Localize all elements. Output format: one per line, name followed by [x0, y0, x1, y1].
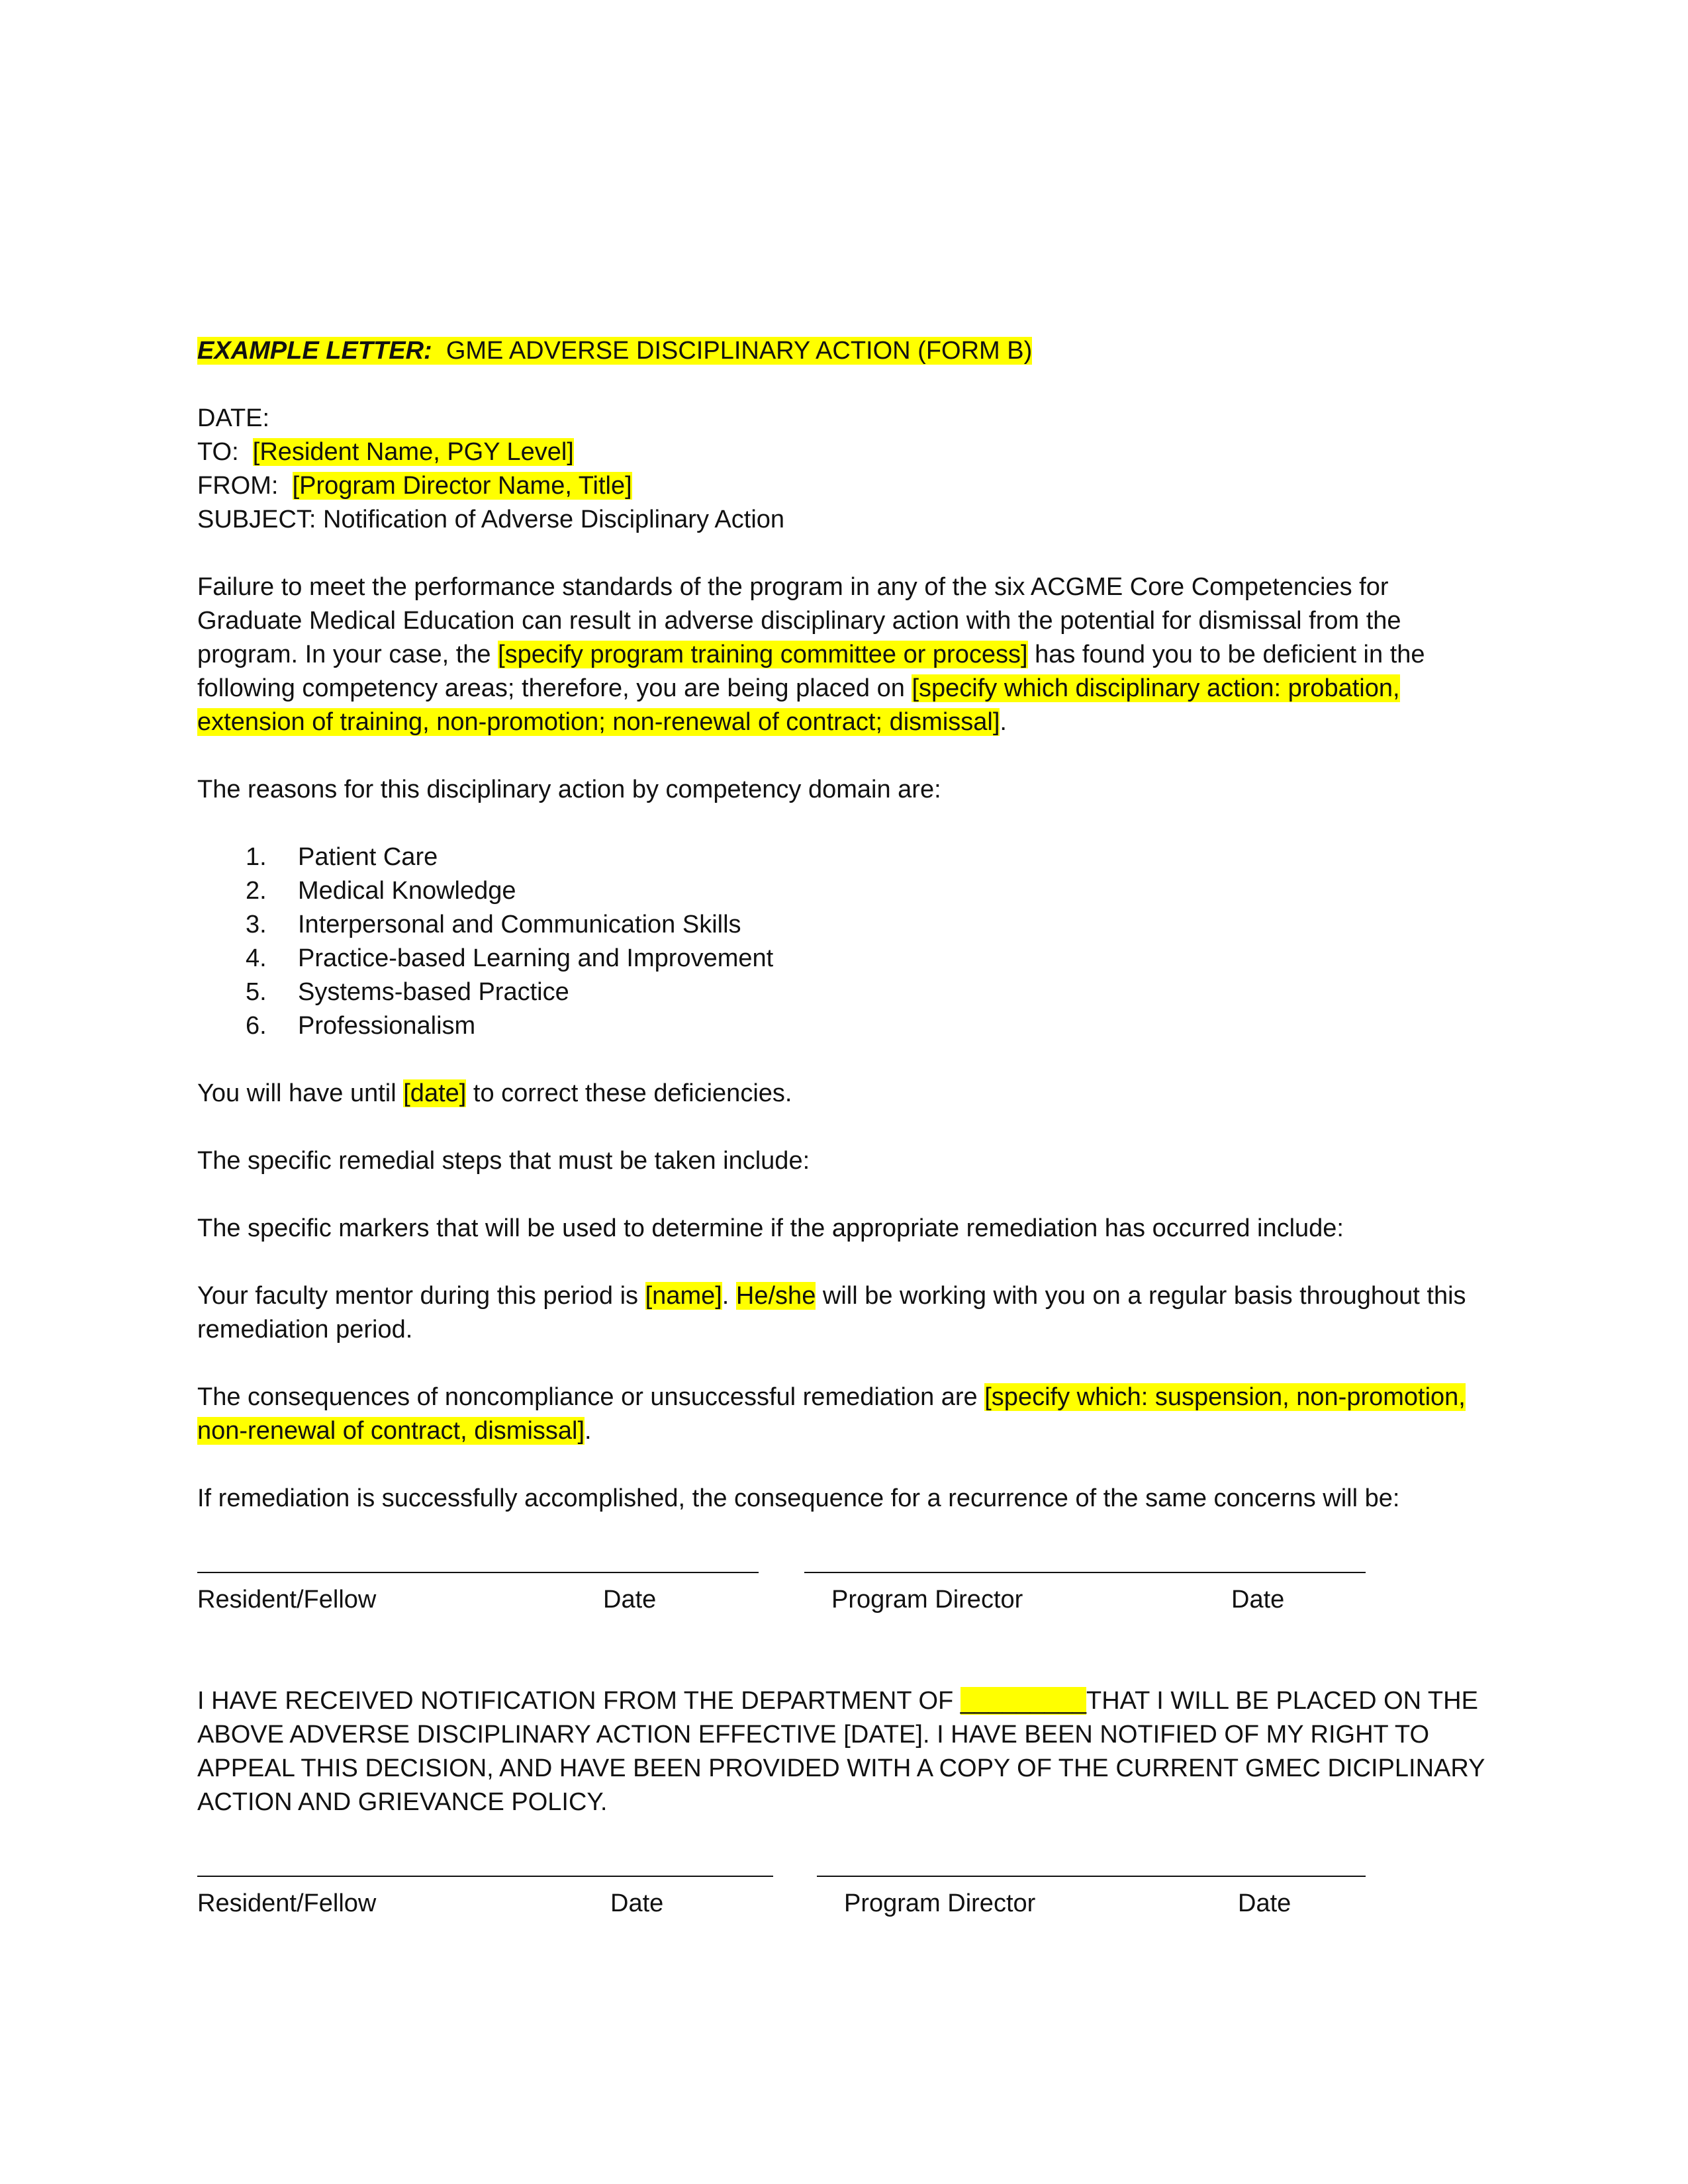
- date-label: Date: [1231, 1586, 1285, 1614]
- from-value: [Program Director Name, Title]: [292, 472, 632, 500]
- markers-paragraph: The specific markers that will be used t…: [197, 1214, 1344, 1242]
- date-label: Date: [1238, 1889, 1291, 1917]
- memo-date: DATE:: [197, 402, 1495, 435]
- resident-signature-line[interactable]: [197, 1876, 773, 1877]
- deadline-paragraph: You will have until [date] to correct th…: [197, 1079, 792, 1107]
- letter-body: EXAMPLE LETTER: GME ADVERSE DISCIPLINARY…: [197, 334, 1495, 1921]
- acknowledgement-paragraph: I HAVE RECEIVED NOTIFICATION FROM THE DE…: [197, 1687, 1485, 1816]
- director-signature-line[interactable]: [817, 1876, 1366, 1877]
- department-blank[interactable]: _________: [960, 1687, 1086, 1715]
- list-item: 2.Medical Knowledge: [246, 877, 516, 905]
- mentor-name-placeholder: [name]: [645, 1282, 722, 1310]
- memo-from: FROM: [Program Director Name, Title]: [197, 469, 1495, 503]
- director-signature-line[interactable]: [804, 1572, 1366, 1573]
- title-lead: EXAMPLE LETTER:: [197, 337, 432, 365]
- resident-label: Resident/Fellow: [197, 1586, 377, 1614]
- signature-lines-2: [197, 1853, 1495, 1887]
- signature-labels-1: Resident/Fellow Date Program Director Da…: [197, 1583, 1495, 1617]
- reasons-intro: The reasons for this disciplinary action…: [197, 776, 941, 803]
- memo-to: TO: [Resident Name, PGY Level]: [197, 435, 1495, 469]
- title-text: GME ADVERSE DISCIPLINARY ACTION (FORM B): [445, 337, 1033, 365]
- memo-subject: SUBJECT: Notification of Adverse Discipl…: [197, 503, 1495, 537]
- memo-header: DATE: TO: [Resident Name, PGY Level] FRO…: [197, 402, 1495, 537]
- director-label: Program Director: [831, 1586, 1023, 1614]
- resident-label: Resident/Fellow: [197, 1889, 377, 1917]
- director-label: Program Director: [844, 1889, 1036, 1917]
- from-label: FROM:: [197, 472, 279, 500]
- consequences-paragraph: The consequences of noncompliance or uns…: [197, 1383, 1466, 1445]
- competency-list: 1.Patient Care 2.Medical Knowledge 3.Int…: [197, 841, 1495, 1043]
- list-item: 6.Professionalism: [246, 1012, 476, 1040]
- list-item: 1.Patient Care: [246, 843, 438, 871]
- date-label: DATE:: [197, 404, 270, 432]
- date-placeholder: [date]: [403, 1079, 467, 1107]
- to-value: [Resident Name, PGY Level]: [252, 438, 574, 466]
- list-item: 4.Practice-based Learning and Improvemen…: [246, 944, 774, 972]
- subject-label: SUBJECT:: [197, 506, 316, 533]
- remedial-steps-paragraph: The specific remedial steps that must be…: [197, 1147, 810, 1175]
- to-label: TO:: [197, 438, 239, 466]
- list-item: 5.Systems-based Practice: [246, 978, 569, 1006]
- intro-paragraph: Failure to meet the performance standard…: [197, 573, 1425, 736]
- pronoun-placeholder: He/she: [735, 1282, 816, 1310]
- committee-placeholder: [specify program training committee or p…: [498, 641, 1028, 668]
- date-label: Date: [603, 1586, 657, 1614]
- signature-lines-1: [197, 1549, 1495, 1583]
- letter-title: EXAMPLE LETTER: GME ADVERSE DISCIPLINARY…: [197, 334, 1495, 368]
- mentor-paragraph: Your faculty mentor during this period i…: [197, 1282, 1466, 1343]
- date-label: Date: [610, 1889, 664, 1917]
- subject-value: Notification of Adverse Disciplinary Act…: [323, 506, 785, 533]
- resident-signature-line[interactable]: [197, 1572, 759, 1573]
- recurrence-paragraph: If remediation is successfully accomplis…: [197, 1484, 1400, 1512]
- signature-labels-2: Resident/Fellow Date Program Director Da…: [197, 1887, 1495, 1921]
- list-item: 3.Interpersonal and Communication Skills: [246, 911, 741, 938]
